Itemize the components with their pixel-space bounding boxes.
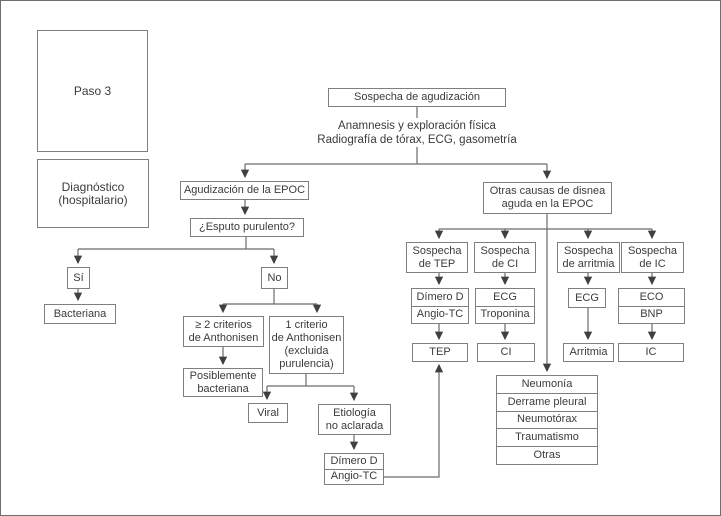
node-arritmia-prueba-ecg: ECG — [568, 288, 606, 308]
note-anamnesis: Anamnesis y exploración física Radiograf… — [317, 119, 517, 147]
node-esputo-purulento: ¿Esputo purulento? — [190, 218, 304, 237]
cell-troponina: Troponina — [476, 305, 534, 324]
node-arritmia-resultado: Arritmia — [563, 343, 614, 362]
node-2-criterios-anthonisen: ≥ 2 criterios de Anthonisen — [183, 316, 264, 347]
node-agudizacion-epoc: Agudización de la EPOC — [180, 181, 309, 200]
node-tep-pruebas: Dímero D Angio-TC — [411, 288, 469, 324]
legend-diagnostico-box: Diagnóstico (hospitalario) — [37, 159, 149, 228]
cell-otras: Otras — [497, 446, 597, 464]
node-sospecha-tep: Sospecha de TEP — [406, 242, 468, 273]
node-tep-resultado: TEP — [412, 343, 468, 362]
node-dimero-angiotc-inferior: Dímero D Angio-TC — [324, 453, 384, 485]
node-viral: Viral — [248, 403, 288, 423]
cell-bnp: BNP — [619, 305, 684, 324]
cell-eco: ECO — [639, 290, 664, 303]
cell-angio-tc: Angio-TC — [412, 305, 468, 324]
node-ci-resultado: CI — [477, 343, 535, 362]
cell-neumonia: Neumonía — [521, 377, 573, 390]
node-otros-diagnosticos: Neumonía Derrame pleural Neumotórax Trau… — [496, 375, 598, 465]
legend-paso3-box: Paso 3 — [37, 30, 148, 152]
node-etiologia-no-aclarada: Etiología no aclarada — [318, 404, 391, 435]
cell-neumotorax: Neumotórax — [497, 410, 597, 429]
node-ci-pruebas: ECG Troponina — [475, 288, 535, 324]
cell-ecg: ECG — [493, 290, 517, 303]
node-sospecha-ic: Sospecha de IC — [621, 242, 684, 273]
node-bacteriana: Bacteriana — [44, 304, 116, 324]
edge-angiotc-to-tep — [384, 363, 444, 478]
node-posiblemente-bacteriana: Posiblemente bacteriana — [183, 368, 263, 397]
node-sospecha-ci: Sospecha de CI — [474, 242, 536, 273]
node-ic-pruebas: ECO BNP — [618, 288, 685, 324]
node-sospecha-arritmia: Sospecha de arritmia — [557, 242, 620, 273]
node-1-criterio-anthonisen: 1 criterio de Anthonisen (excluida purul… — [269, 316, 344, 374]
node-ic-resultado: IC — [618, 343, 684, 362]
node-si: Sí — [67, 267, 90, 289]
node-sospecha-agudizacion: Sospecha de agudización — [328, 88, 506, 107]
node-no: No — [261, 267, 288, 289]
node-otras-causas-disnea: Otras causas de disnea aguda en la EPOC — [483, 182, 612, 214]
cell-derrame-pleural: Derrame pleural — [497, 392, 597, 411]
cell-dimero-d: Dímero D — [416, 290, 464, 303]
cell-dimero-d: Dímero D — [330, 454, 378, 467]
cell-angio-tc: Angio-TC — [325, 468, 383, 485]
cell-traumatismo: Traumatismo — [497, 428, 597, 446]
